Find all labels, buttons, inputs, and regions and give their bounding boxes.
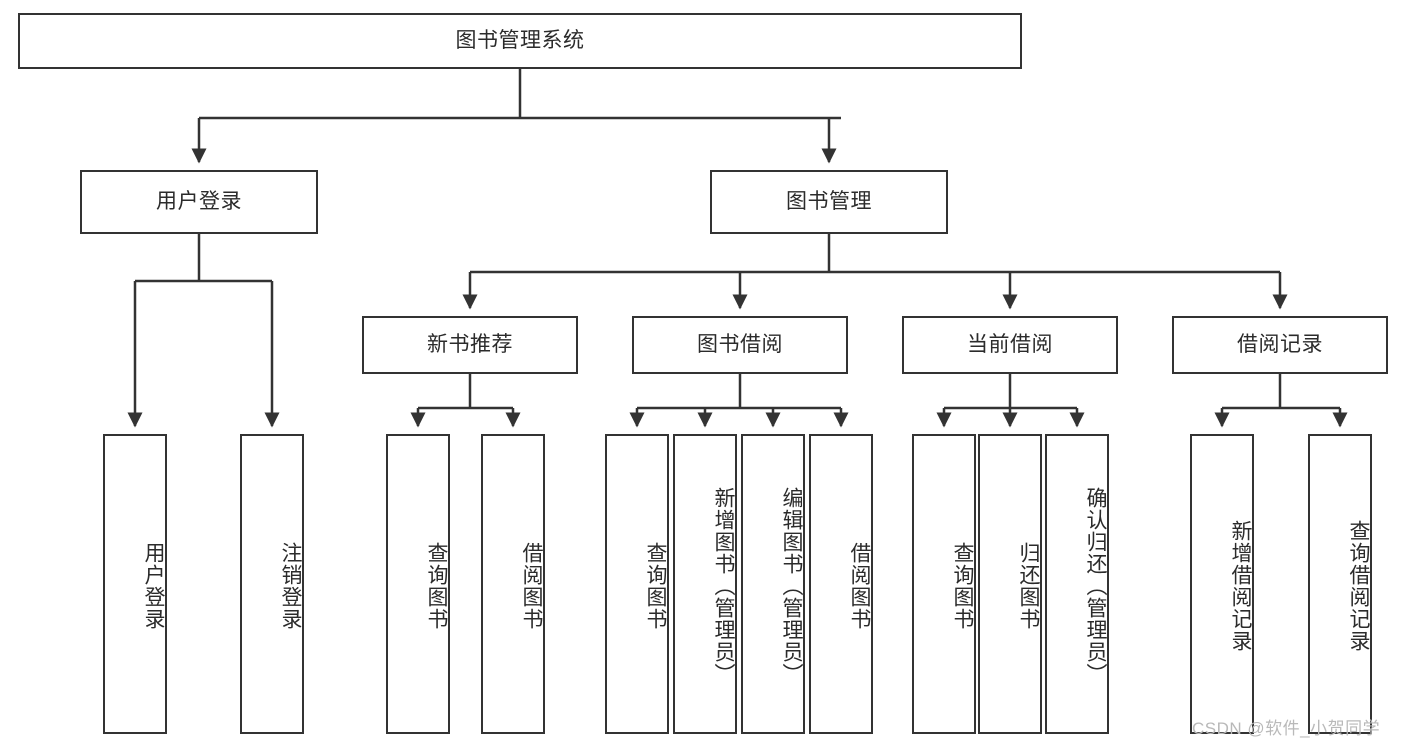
leaf-confirm-return-admin[interactable]: 确认归还（管理员） (1045, 434, 1109, 734)
leaf-return-book-label: 归还图书 (1017, 542, 1040, 630)
node-book-manage-label: 图书管理 (786, 189, 872, 213)
node-root-label: 图书管理系统 (455, 28, 585, 52)
node-current-borrow[interactable]: 当前借阅 (902, 316, 1118, 374)
leaf-confirm-return-admin-label: 确认归还（管理员） (1084, 487, 1107, 685)
leaf-query-book-nb[interactable]: 查询图书 (386, 434, 450, 734)
leaf-borrow-book-nb-label: 借阅图书 (520, 542, 543, 630)
leaf-add-book-admin[interactable]: 新增图书（管理员） (673, 434, 737, 734)
leaf-add-borrow-record-label: 新增借阅记录 (1229, 520, 1252, 652)
node-new-book-recommend[interactable]: 新书推荐 (362, 316, 578, 374)
leaf-query-book-bb[interactable]: 查询图书 (605, 434, 669, 734)
leaf-return-book[interactable]: 归还图书 (978, 434, 1042, 734)
node-user-login[interactable]: 用户登录 (80, 170, 318, 234)
leaf-query-book-bb-label: 查询图书 (644, 542, 667, 630)
leaf-borrow-book-bb[interactable]: 借阅图书 (809, 434, 873, 734)
leaf-user-login[interactable]: 用户登录 (103, 434, 167, 734)
leaf-borrow-book-nb[interactable]: 借阅图书 (481, 434, 545, 734)
leaf-logout-label: 注销登录 (279, 542, 302, 630)
leaf-query-book-cb[interactable]: 查询图书 (912, 434, 976, 734)
leaf-add-borrow-record[interactable]: 新增借阅记录 (1190, 434, 1254, 734)
node-book-manage[interactable]: 图书管理 (710, 170, 948, 234)
node-book-borrow[interactable]: 图书借阅 (632, 316, 848, 374)
node-root[interactable]: 图书管理系统 (18, 13, 1022, 69)
leaf-user-login-label: 用户登录 (142, 542, 165, 630)
node-borrow-record[interactable]: 借阅记录 (1172, 316, 1388, 374)
node-new-book-recommend-label: 新书推荐 (427, 332, 513, 356)
node-user-login-label: 用户登录 (156, 189, 242, 213)
leaf-query-borrow-record[interactable]: 查询借阅记录 (1308, 434, 1372, 734)
leaf-edit-book-admin-label: 编辑图书（管理员） (780, 487, 803, 685)
node-borrow-record-label: 借阅记录 (1237, 332, 1323, 356)
leaf-query-borrow-record-label: 查询借阅记录 (1347, 520, 1370, 652)
leaf-borrow-book-bb-label: 借阅图书 (848, 542, 871, 630)
leaf-edit-book-admin[interactable]: 编辑图书（管理员） (741, 434, 805, 734)
leaf-add-book-admin-label: 新增图书（管理员） (712, 487, 735, 685)
node-current-borrow-label: 当前借阅 (967, 332, 1053, 356)
leaf-logout[interactable]: 注销登录 (240, 434, 304, 734)
node-book-borrow-label: 图书借阅 (697, 332, 783, 356)
leaf-query-book-nb-label: 查询图书 (425, 542, 448, 630)
csdn-watermark: CSDN @软件_小贺同学 (1192, 719, 1381, 738)
leaf-query-book-cb-label: 查询图书 (951, 542, 974, 630)
